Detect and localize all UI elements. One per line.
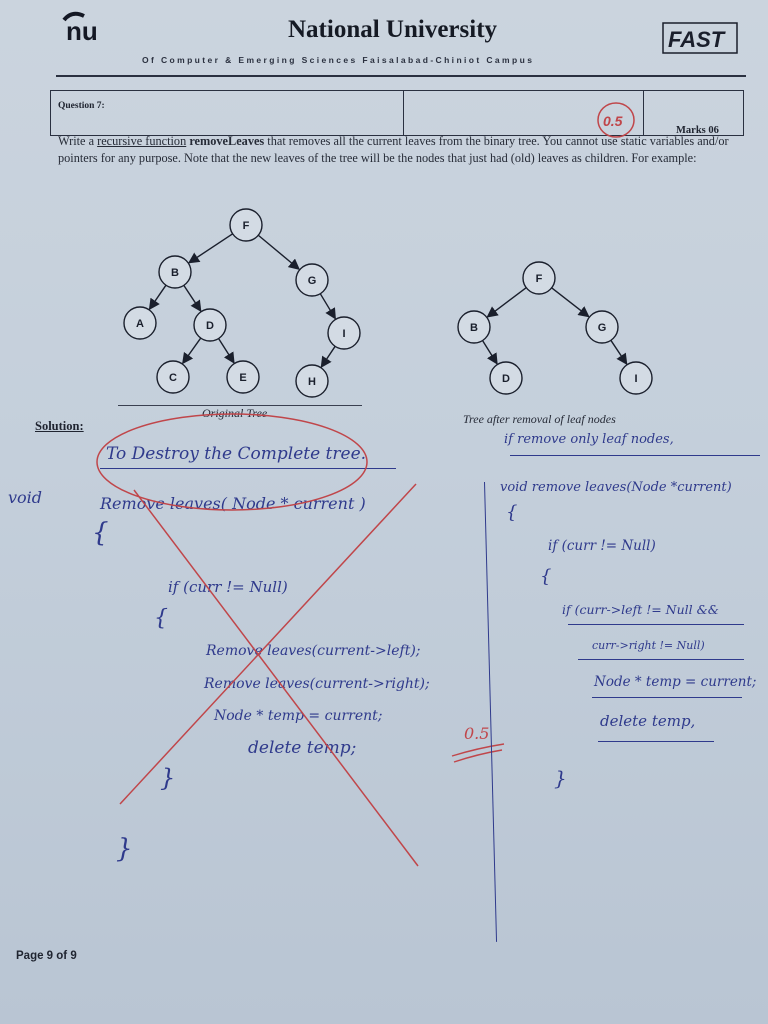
original-tree-node-circle xyxy=(229,208,263,242)
original-tree-edge xyxy=(217,338,235,364)
original-tree-node-circle xyxy=(156,360,190,394)
after-tree-edge xyxy=(610,339,628,366)
right-brace-close: } xyxy=(554,766,567,790)
after-tree-node-circle xyxy=(489,361,523,395)
after-tree-edge xyxy=(481,340,498,365)
right-brace-open: { xyxy=(506,502,518,523)
fast-logo: FAST xyxy=(662,22,738,54)
marks-label: Marks 06 xyxy=(676,125,719,136)
original-tree-node-label: F xyxy=(243,220,250,232)
after-tree-node-label: F xyxy=(536,273,543,285)
nu-logo: nu xyxy=(62,11,98,46)
after-removal-tree: F B G D I xyxy=(457,261,653,395)
original-tree-node-label: A xyxy=(136,318,144,330)
after-tree-node-label: G xyxy=(598,322,607,334)
left-void: void xyxy=(8,488,43,507)
right-brace-open-2: { xyxy=(540,566,552,587)
left-body-line-2: Remove leaves(current->right); xyxy=(204,676,430,692)
function-name: removeLeaves xyxy=(189,134,265,148)
original-tree-node-label: G xyxy=(308,275,317,287)
left-brace-open-2: { xyxy=(154,606,168,631)
original-tree-edge xyxy=(320,345,336,369)
original-tree-node-label: I xyxy=(342,328,345,340)
left-if-line: if (curr != Null) xyxy=(168,578,288,596)
red-cross-line-1 xyxy=(119,483,417,805)
after-tree-node-label: D xyxy=(502,373,510,385)
after-tree-node-circle xyxy=(619,361,653,395)
original-tree-node-circle xyxy=(295,364,329,398)
original-tree-node-label: E xyxy=(239,372,246,384)
left-brace-close-2: } xyxy=(116,834,133,864)
original-tree-node-circle xyxy=(123,306,157,340)
score-circle-text: 0.5 xyxy=(603,113,623,129)
solution-label: Solution: xyxy=(35,419,84,433)
after-tree-caption: Tree after removal of leaf nodes xyxy=(463,412,616,426)
original-tree-node-circle xyxy=(327,316,361,350)
tree-rule xyxy=(118,405,362,406)
original-tree-node-circle xyxy=(226,360,260,394)
question-header-table xyxy=(50,90,744,136)
question-label: Question 7: xyxy=(58,101,105,111)
left-brace-open: { xyxy=(92,518,109,548)
university-title: National University xyxy=(288,16,498,43)
right-body-underline-2 xyxy=(598,741,714,742)
original-tree-edge xyxy=(183,284,202,312)
original-tree-node-label: C xyxy=(169,372,177,384)
original-tree-node-circle xyxy=(193,308,227,342)
right-if2-underline-2 xyxy=(578,659,744,660)
original-tree-edge xyxy=(148,284,167,311)
after-tree-node-label: B xyxy=(470,322,478,334)
left-heading-underline xyxy=(100,468,396,469)
question-link-text: recursive function xyxy=(97,134,187,148)
right-body-underline-1 xyxy=(592,697,742,698)
nu-logo-text: nu xyxy=(66,16,98,46)
right-note-underline xyxy=(510,455,760,456)
original-tree-node-circle xyxy=(295,263,329,297)
red-oval xyxy=(96,413,368,511)
right-body-line-2: delete temp, xyxy=(600,712,696,730)
after-tree-edge xyxy=(486,287,527,318)
university-subtitle: Of Computer & Emerging Sciences Faisalab… xyxy=(142,55,535,65)
right-signature: void remove leaves(Node *current) xyxy=(500,480,732,495)
after-tree-node-circle xyxy=(457,310,491,344)
left-body-line-1: Remove leaves(current->left); xyxy=(206,643,421,659)
right-if2-line-1: if (curr->left != Null && xyxy=(562,602,719,617)
left-body-line-4: delete temp; xyxy=(248,738,357,758)
after-tree-edge xyxy=(551,287,590,318)
original-tree-edge xyxy=(319,293,336,320)
original-tree-edge xyxy=(182,337,202,365)
grade-mark: 0.5 xyxy=(464,724,490,743)
header-rule xyxy=(56,75,746,77)
left-brace-close: } xyxy=(160,764,176,792)
right-if2-line-2: curr->right != Null) xyxy=(592,639,705,652)
right-body-line-1: Node * temp = current; xyxy=(594,674,757,690)
original-tree-node-circle xyxy=(158,255,192,289)
original-tree-node-label: B xyxy=(171,267,179,279)
original-tree-node-label: H xyxy=(308,376,316,388)
after-tree-node-circle xyxy=(585,310,619,344)
question-text: Write a recursive function removeLeaves … xyxy=(58,134,729,165)
after-tree-node-circle xyxy=(522,261,556,295)
trees-figure: F B G A D I C E H F B G D I xyxy=(123,208,653,398)
page-number: Page 9 of 9 xyxy=(16,950,77,962)
right-note: if remove only leaf nodes, xyxy=(504,432,674,447)
fast-logo-text: FAST xyxy=(668,27,726,52)
left-body-line-3: Node * temp = current; xyxy=(214,708,383,724)
original-tree-caption: Original Tree xyxy=(202,406,268,420)
score-circle: 0.5 xyxy=(597,102,635,138)
original-tree-node-label: D xyxy=(206,320,214,332)
original-tree-edge xyxy=(257,234,301,271)
left-heading: To Destroy the Complete tree. xyxy=(106,444,367,464)
after-tree-node-label: I xyxy=(634,373,637,385)
original-tree: F B G A D I C E H xyxy=(123,208,361,398)
left-signature: Remove leaves( Node * current ) xyxy=(100,494,366,513)
grade-underline xyxy=(451,743,505,763)
right-if-line: if (curr != Null) xyxy=(548,538,656,554)
original-tree-edge xyxy=(188,233,234,264)
right-if2-underline-1 xyxy=(568,624,744,625)
red-cross-line-2 xyxy=(133,489,419,867)
